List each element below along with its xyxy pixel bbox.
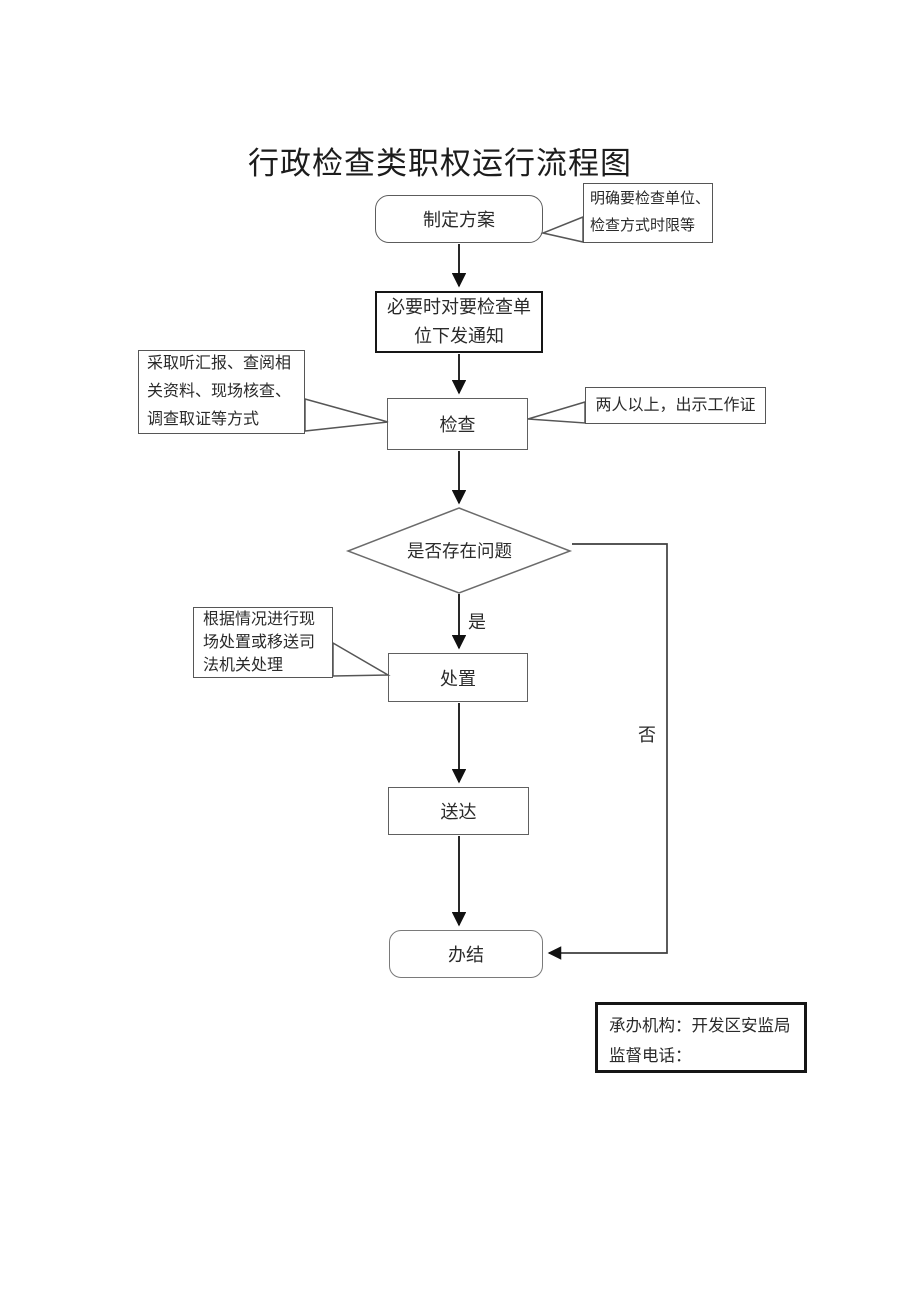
callout-tail-handle-note	[332, 641, 391, 677]
callout-inspect-method-note-line: 调查取证等方式	[147, 411, 260, 428]
node-notify-line1: 必要时对要检查单	[387, 297, 531, 317]
node-plan: 制定方案	[375, 195, 543, 243]
footer-agency-line: 承办机构：开发区安监局	[609, 1016, 791, 1035]
callout-plan-note: 明确要检查单位、 检查方式时限等	[583, 183, 713, 243]
no-branch-connector	[547, 543, 668, 960]
node-deliver: 送达	[388, 787, 529, 835]
callout-handle-note: 根据情况进行现 场处置或移送司 法机关处理	[193, 607, 333, 678]
label-yes: 是	[468, 612, 486, 632]
footer-phone-line: 监督电话：	[609, 1046, 692, 1065]
callout-handle-note-line: 法机关处理	[203, 657, 284, 674]
node-notify: 必要时对要检查单 位下发通知	[375, 291, 543, 353]
callout-inspect-staff-note-line: 两人以上，出示工作证	[595, 397, 756, 414]
node-plan-label: 制定方案	[423, 210, 495, 230]
callout-inspect-method-note-line: 采取听汇报、查阅相	[147, 355, 292, 372]
node-close-label: 办结	[448, 945, 484, 965]
footer-info-box: 承办机构：开发区安监局 监督电话：	[595, 1002, 807, 1073]
callout-handle-note-line: 根据情况进行现	[203, 611, 316, 628]
label-no: 否	[638, 725, 656, 745]
decision-label: 是否存在问题	[407, 541, 512, 561]
node-inspect: 检查	[387, 398, 528, 450]
callout-plan-note-line: 检查方式时限等	[590, 218, 696, 234]
callout-inspect-method-note: 采取听汇报、查阅相 关资料、现场核查、 调查取证等方式	[138, 350, 305, 434]
callout-tail-inspect-staff-note	[527, 400, 586, 424]
node-close: 办结	[389, 930, 543, 978]
node-notify-line2: 位下发通知	[414, 326, 504, 346]
callout-plan-note-line: 明确要检查单位、	[590, 191, 711, 207]
node-handle: 处置	[388, 653, 528, 702]
node-inspect-label: 检查	[439, 415, 476, 435]
callout-handle-note-line: 场处置或移送司	[203, 634, 316, 651]
node-handle-label: 处置	[440, 668, 476, 689]
callout-inspect-method-note-line: 关资料、现场核查、	[147, 383, 292, 400]
callout-tail-plan-note	[540, 215, 584, 243]
callout-tail-inspect-method-note	[304, 398, 389, 432]
node-deliver-label: 送达	[440, 802, 477, 822]
callout-inspect-staff-note: 两人以上，出示工作证	[585, 387, 766, 424]
flowchart-title: 行政检查类职权运行流程图	[248, 146, 632, 181]
